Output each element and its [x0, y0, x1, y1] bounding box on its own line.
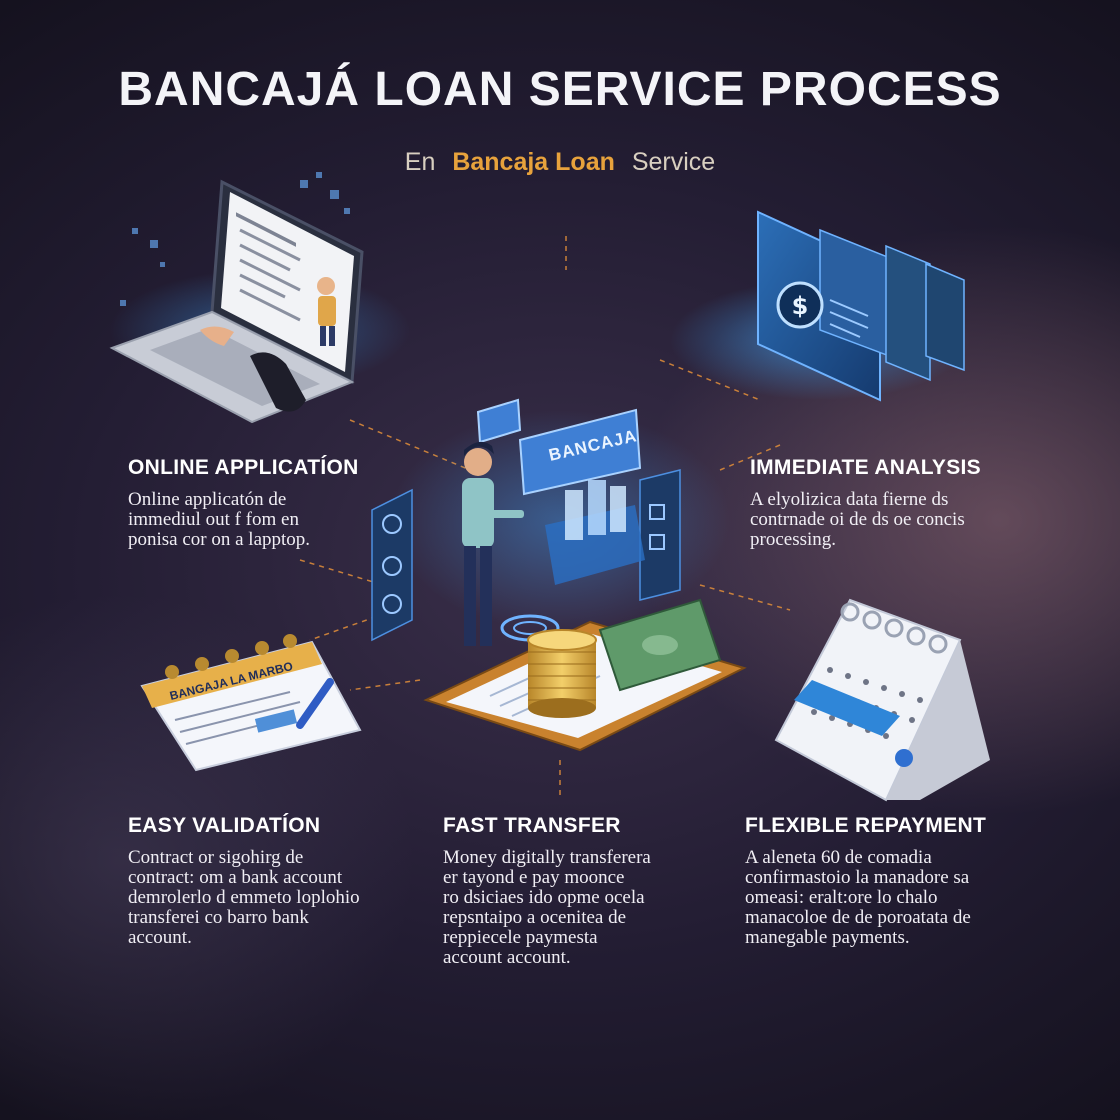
step-easy-validation: EASY VALIDATÍON Contract or sigohirg de …: [128, 814, 360, 948]
step-description: Money digitally transferera er tayond e …: [443, 847, 651, 968]
step-online-application: ONLINE APPLICATÍON Online applicatón de …: [128, 456, 359, 550]
step-description: A elyolizica data fierne ds contrnade oi…: [750, 489, 965, 550]
analysis-illustration: $: [670, 210, 970, 402]
step-description: A aleneta 60 de comadia confirmastoio la…: [745, 847, 971, 948]
subtitle-brand: Bancaja Loan: [452, 148, 615, 176]
step-heading: FLEXIBLE REPAYMENT: [745, 814, 987, 837]
step-heading: ONLINE APPLICATÍON: [128, 456, 359, 479]
step-immediate-analysis: IMMEDIATE ANALYSIS A elyolizica data fie…: [750, 456, 981, 550]
page-title: BANCAJÁ LOAN SERVICE PROCESS: [118, 63, 1002, 116]
step-flexible-repayment: FLEXIBLE REPAYMENT A aleneta 60 de comad…: [745, 814, 986, 948]
subtitle-prefix: En: [404, 148, 436, 176]
step-description: Contract or sigohirg de contract: om a b…: [128, 847, 360, 948]
step-heading: FAST TRANSFER: [443, 814, 621, 837]
step-fast-transfer: FAST TRANSFER Money digitally transferer…: [443, 814, 651, 968]
step-description: Online applicatón de immediul out f fom …: [128, 489, 311, 550]
page-subtitle: En Bancaja Loan Service: [0, 148, 1120, 177]
step-heading: IMMEDIATE ANALYSIS: [750, 456, 981, 479]
contract-illustration: [140, 634, 362, 772]
subtitle-suffix: Service: [631, 148, 716, 176]
calendar-illustration: [774, 598, 990, 802]
step-heading: EASY VALIDATÍON: [128, 814, 321, 837]
center-illustration: [371, 398, 747, 752]
svg-text:$: $: [792, 292, 809, 320]
laptop-illustration: [109, 172, 410, 424]
